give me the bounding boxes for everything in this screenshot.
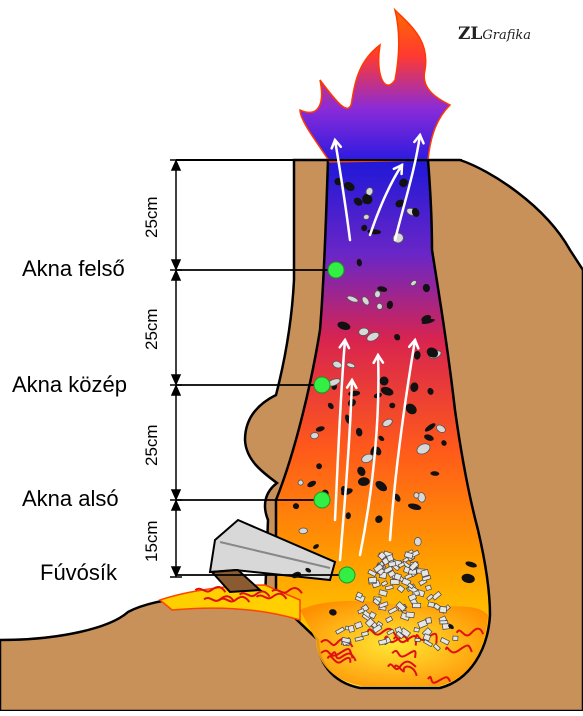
dim-arrow-up [172,271,180,280]
dim-arrow-down [172,375,180,384]
flame [300,10,450,162]
probe-dot [314,492,330,508]
ore-piece [310,432,319,439]
logo: ZLGrafika [458,24,531,44]
ore-lump [440,621,448,624]
ore-lump [369,577,377,583]
dimension-lines [170,160,182,577]
label-akna-felso: Akna felső [22,256,125,282]
label-akna-kozep: Akna közép [12,372,127,398]
ore-lump [406,612,415,618]
earth-mound [0,160,583,711]
logo-mark: ZL [458,24,482,44]
ore-lump [439,606,446,613]
ore-lump [415,638,421,642]
ore-lump [426,618,432,624]
ore-piece [299,528,308,534]
label-fuvosik: Fúvósík [40,560,117,586]
charcoal-piece [389,403,395,409]
dim-arrow-down [172,490,180,499]
dimension-4: 15cm [142,520,162,562]
probe-dot [314,377,330,393]
ore-lump [413,603,421,608]
dim-arrow-down [172,260,180,269]
ore-lump [391,580,400,585]
ore-lump [421,569,429,576]
ore-lump [348,625,354,632]
ore-lump [428,602,435,608]
dim-arrow-up [172,386,180,395]
probe-dot [339,567,355,583]
ore-lump [425,585,431,591]
dimension-1: 25cm [142,196,162,238]
logo-text: Grafika [482,28,531,43]
dimension-2: 25cm [142,308,162,350]
label-akna-also: Akna alsó [22,486,119,512]
probe-dot [328,262,344,278]
ore-piece [414,537,421,546]
dim-arrow-up [172,161,180,170]
ore-lump [414,628,420,632]
dimension-3: 25cm [142,424,162,466]
dim-arrow-up [172,501,180,510]
ore-piece [374,290,380,297]
ore-lump [453,636,458,641]
ore-lump [388,561,395,566]
